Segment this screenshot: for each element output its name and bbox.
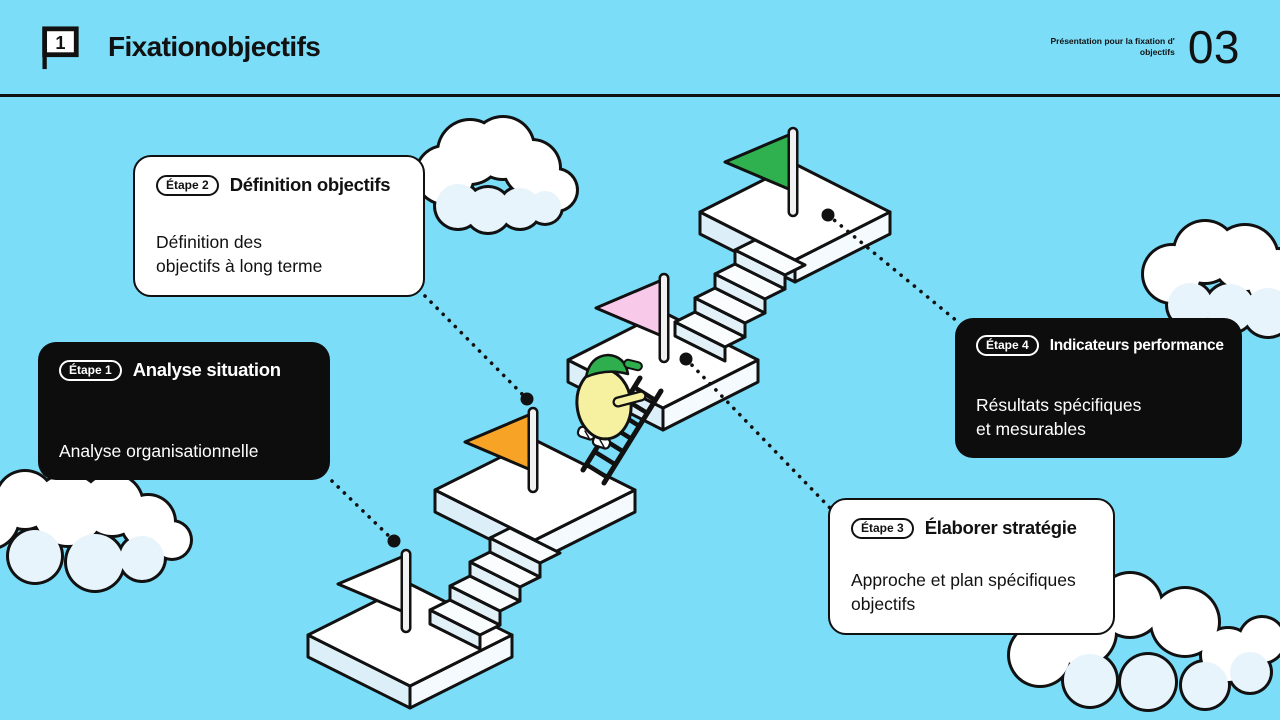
- climber-character: [575, 353, 647, 450]
- flag-number-icon: 1: [42, 26, 79, 70]
- step-card-3-head: Étape 3 Élaborer stratégie: [851, 517, 1092, 539]
- flag-pole: [527, 406, 539, 494]
- step-badge: Étape 1: [59, 359, 122, 381]
- step-title: Définition objectifs: [229, 174, 391, 195]
- step-description: Définition des objectifs à long terme: [156, 231, 323, 276]
- cloud-right: [1141, 219, 1280, 339]
- flag-step-1: [336, 548, 412, 634]
- connector-dot-step-4: [821, 208, 835, 222]
- cloud-bottom-left: [0, 469, 193, 593]
- step-badge: Étape 3: [851, 517, 914, 539]
- header-right: Présentation pour la fixation d' objecti…: [1050, 20, 1240, 74]
- step-card-2-head: Étape 2 Définition objectifs: [156, 174, 402, 196]
- step-card-1-head: Étape 1 Analyse situation: [59, 359, 309, 381]
- connector-line-step-2: [423, 294, 529, 401]
- step-card-4: Étape 4 Indicateurs performance Résultat…: [955, 318, 1242, 458]
- page-title: Fixationobjectifs: [108, 31, 321, 62]
- step-title: Indicateurs performance: [1049, 336, 1224, 354]
- connector-dot-step-2: [520, 392, 534, 406]
- flag-step-3: [594, 272, 670, 364]
- connector-line-step-1: [330, 479, 396, 543]
- step-description: Analyse organisationnelle: [59, 440, 259, 461]
- step-card-4-head: Étape 4 Indicateurs performance: [976, 335, 1224, 356]
- step-card-2: Étape 2 Définition objectifs Définition …: [133, 155, 425, 297]
- subtitle-line-2: objectifs: [1139, 47, 1175, 57]
- step-card-3: Étape 3 Élaborer stratégie Approche et p…: [828, 498, 1115, 635]
- page-number: 03: [1187, 21, 1240, 73]
- stairs-step3-to-step4: [673, 238, 807, 363]
- connector-dot-step-1: [387, 534, 401, 548]
- flag-step-2: [463, 406, 539, 494]
- connector-line-step-3: [684, 357, 832, 510]
- character-cap: [584, 353, 630, 379]
- svg-text:1: 1: [55, 33, 65, 53]
- step-description: Approche et plan spécifiques objectifs: [851, 569, 1076, 614]
- connector-line-step-4: [826, 213, 960, 324]
- step-card-1: Étape 1 Analyse situation Analyse organi…: [38, 342, 330, 480]
- connector-dot-step-3: [679, 352, 693, 366]
- step-badge: Étape 2: [156, 174, 219, 196]
- flag-pole: [787, 126, 799, 218]
- step-title: Élaborer stratégie: [924, 517, 1077, 538]
- header-bar: 1 Fixationobjectifs Présentation pour la…: [0, 0, 1280, 97]
- step-title: Analyse situation: [132, 359, 281, 380]
- step-description: Résultats spécifiques et mesurables: [976, 394, 1142, 439]
- subtitle-line-1: Présentation pour la fixation d': [1050, 35, 1175, 46]
- character-cap-brim: [623, 358, 643, 372]
- step-badge: Étape 4: [976, 335, 1039, 356]
- presentation-subtitle: Présentation pour la fixation d' objecti…: [1050, 36, 1174, 58]
- cloud-top-middle: [414, 115, 579, 235]
- flag-step-4: [723, 126, 799, 218]
- flag-pole: [400, 548, 412, 634]
- flag-pole: [658, 272, 670, 364]
- stairs-step1-to-step2: [428, 526, 562, 651]
- character-arm: [612, 390, 647, 408]
